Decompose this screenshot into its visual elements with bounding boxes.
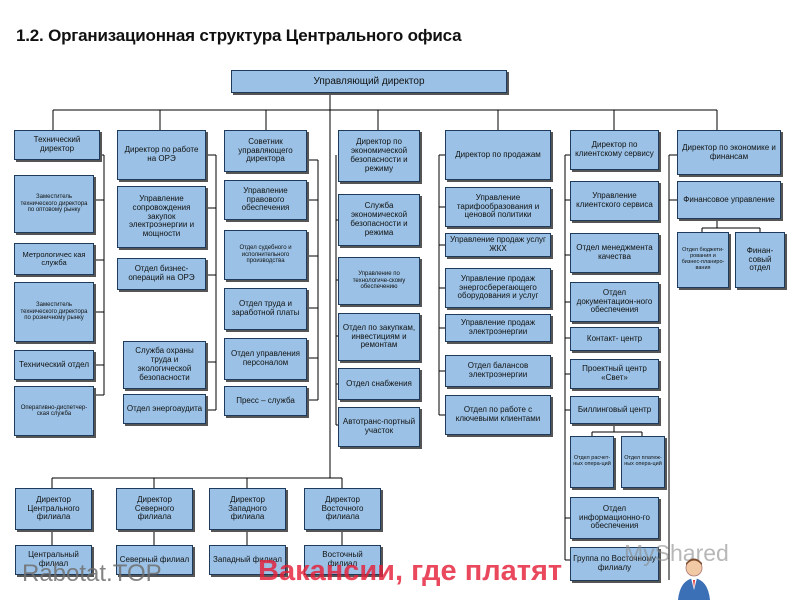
director-ore-box: Директор по работе на ОРЭ [117,130,206,180]
labor-wages-box: Отдел труда и заработной платы [224,288,307,330]
balance-department-box: Отдел балансов электроэнергии [445,355,551,387]
procurement-investment-box: Отдел по закупкам, инвестициям и ремонта… [338,313,420,361]
billing-center-box: Биллинговый центр [570,396,659,424]
metrology-service-box: Метрологичес кая служба [14,243,94,275]
client-service-department-box: Управление клиентского сервиса [570,181,659,221]
central-branch-director-box: Директор Центрального филиала [15,488,92,530]
project-center-box: Проектный центр «Свет» [570,359,659,389]
documentation-box: Отдел документацион-ного обеспечения [570,282,659,322]
contact-center-box: Контакт- центр [570,327,659,351]
managing-director-box: Управляющий директор [231,70,507,93]
quality-management-box: Отдел менеджмента качества [570,233,659,273]
legal-department-box: Управление правового обеспечения [224,180,307,220]
housing-sales-box: Управление продаж услуг ЖКХ [445,233,551,257]
eastern-branch-group-box: Группа по Восточному филиалу [570,547,659,581]
economic-security-box: Служба экономической безопасности и режи… [338,194,420,246]
northern-branch-director-box: Директор Северного филиала [116,488,193,530]
hr-management-box: Отдел управления персоналом [224,338,307,380]
procurement-support-box: Управление сопровождения закупок электро… [117,186,206,248]
motor-transport-box: Автотранс-портный участок [338,407,420,447]
eastern-branch-box: Восточный филиал [304,545,381,575]
advisor-box: Советник управляющего директора [224,130,307,172]
budgeting-box: Отдел бюджети-рования и бизнес-планиро-в… [677,232,729,288]
western-branch-box: Западный филиал [209,545,286,575]
supply-department-box: Отдел снабжения [338,368,420,400]
northern-branch-box: Северный филиал [116,545,193,575]
financial-department-box: Финансовое управление [677,181,781,219]
tariff-pricing-box: Управление тарифообразования и ценовой п… [445,187,551,227]
vacancies-watermark: Вакансии, где платят [258,555,563,587]
tech-support-box: Управление по технологиче-скому обеспече… [338,257,420,305]
payment-operations-box: Отдел платеж-ных опера-ций [621,436,665,488]
sales-director-box: Директор по продажам [445,130,551,180]
central-branch-box: Центральный филиал [15,545,92,575]
client-service-director-box: Директор по клиентскому сервису [570,130,659,170]
technical-director-box: Технический директор [14,130,100,160]
rabotat-watermark: Rabotat.TOP [22,560,162,587]
security-director-box: Директор по экономической безопасности и… [338,130,420,182]
deputy-retail-box: Заместитель технического директора по ро… [14,282,94,342]
court-proceedings-box: Отдел судебного и исполнительного произв… [224,230,307,280]
finance-director-box: Директор по экономике и финансам [677,130,781,175]
myshared-watermark: MyShared [624,540,729,566]
business-operations-box: Отдел бизнес-операций на ОРЭ [117,258,206,290]
equipment-sales-box: Управление продаж энергосберегающего обо… [445,268,551,308]
page-title: 1.2. Организационная структура Центральн… [16,26,462,45]
key-clients-box: Отдел по работе с ключевыми клиентами [445,395,551,435]
press-service-box: Пресс – служба [224,386,307,416]
electricity-sales-box: Управление продаж электроэнергии [445,314,551,342]
information-support-box: Отдел информационно-го обеспечения [570,497,659,539]
eastern-branch-director-box: Директор Восточного филиала [304,488,381,530]
person-icon [678,558,710,600]
settlement-operations-box: Отдел расчет-ных опера-ций [570,436,614,488]
technical-department-box: Технический отдел [14,350,94,380]
dispatch-service-box: Оперативно-диспетчер-ская служба [14,386,94,436]
western-branch-director-box: Директор Западного филиала [209,488,286,530]
finance-department-box: Финан-совый отдел [735,232,785,288]
deputy-wholesale-box: Заместитель технического директора по оп… [14,175,94,233]
energy-audit-box: Отдел энергоаудита [123,394,206,424]
labor-safety-box: Служба охраны труда и экологической безо… [123,341,206,389]
